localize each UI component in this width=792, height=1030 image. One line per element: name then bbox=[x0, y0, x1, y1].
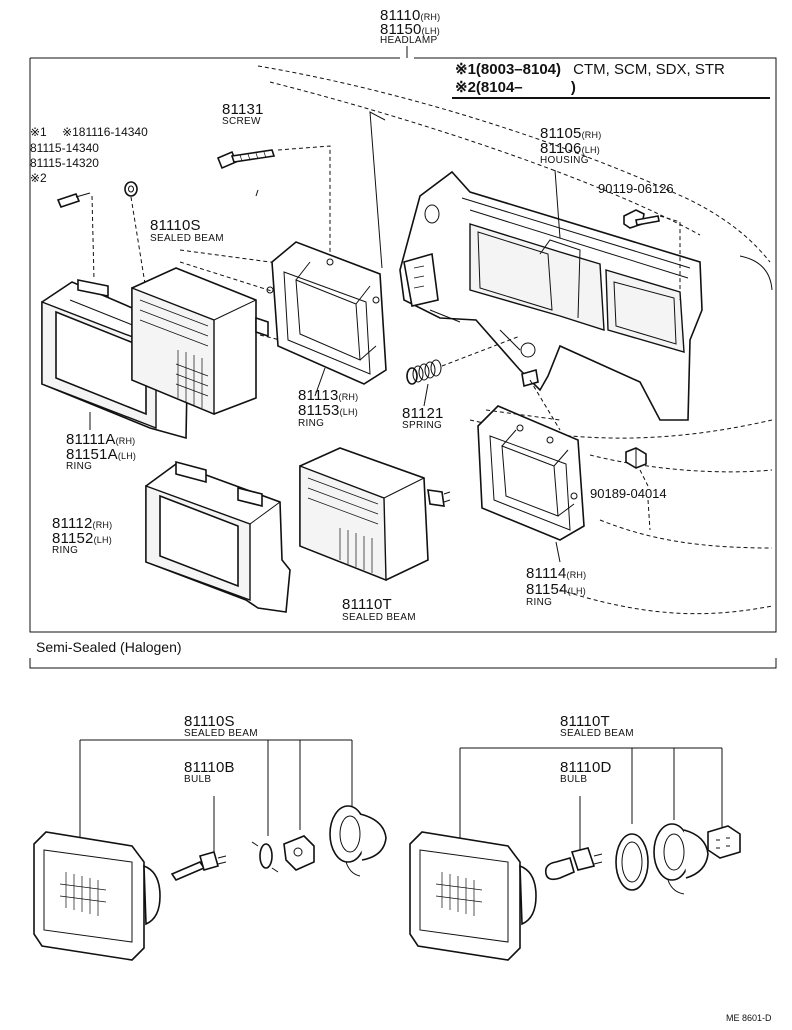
housing-pn-rh: 81105(RH) bbox=[540, 125, 602, 142]
housing-name: HOUSING bbox=[540, 155, 589, 166]
headlamp-name: HEADLAMP bbox=[380, 35, 438, 46]
right-beam-pn: 81110T bbox=[560, 713, 610, 730]
housing-81105-icon bbox=[399, 170, 703, 421]
beam-t-pn: 81110T bbox=[342, 596, 392, 613]
screw-pn: 81131 bbox=[222, 101, 264, 118]
bolt-pn: 90119-06126 bbox=[598, 181, 674, 196]
note-2: ※2(8104– ) bbox=[455, 79, 576, 96]
ring-d-pn-lh: 81154(LH) bbox=[526, 581, 586, 598]
screw-set-b: 81115-14320 bbox=[30, 156, 99, 170]
diagram-code: ME 8601-D bbox=[726, 1013, 772, 1023]
ring-b-pn-rh: 81113(RH) bbox=[298, 387, 359, 404]
bulb-81110d-icon bbox=[544, 847, 603, 881]
ring-d-name: RING bbox=[526, 597, 553, 608]
main-frame bbox=[29, 57, 777, 633]
housing-pn-lh: 81106(LH) bbox=[540, 140, 600, 157]
small-nut-icon bbox=[124, 181, 138, 197]
sealed-beam-81110t-icon bbox=[299, 447, 451, 582]
note-1: ※1(8003–8104) CTM, SCM, SDX, STR bbox=[455, 61, 725, 78]
beam-t-name: SEALED BEAM bbox=[342, 612, 416, 623]
ring-81112-icon bbox=[145, 460, 291, 613]
ring-d-pn-rh: 81114(RH) bbox=[526, 565, 587, 582]
spring-name: SPRING bbox=[402, 420, 443, 431]
ring-b-pn-lh: 81153(LH) bbox=[298, 402, 358, 419]
sealed-beam-81110s-icon bbox=[131, 267, 269, 416]
ring-c-pn-rh: 81112(RH) bbox=[52, 515, 113, 532]
headlamp-pn-lh: 81150(LH) bbox=[380, 21, 440, 38]
semi-sealed-beam-left-icon bbox=[33, 831, 161, 961]
ring-c-pn-lh: 81152(LH) bbox=[52, 530, 112, 547]
semi-sealed-frame bbox=[29, 658, 777, 669]
socket-left-icon bbox=[283, 835, 315, 871]
left-bulb-name: BULB bbox=[184, 774, 212, 785]
ring-b-name: RING bbox=[298, 418, 325, 429]
nut-pn: 90189-04014 bbox=[590, 486, 667, 501]
left-beam-pn: 81110S bbox=[184, 713, 235, 730]
clip-left-icon bbox=[251, 841, 279, 873]
bulb-81110b-icon bbox=[170, 851, 227, 881]
cover-left-icon bbox=[329, 805, 387, 877]
screw-set-label: ※1 ※181116-14340 bbox=[30, 125, 148, 139]
right-bulb-pn: 81110D bbox=[560, 759, 612, 776]
screw-set-a: 81115-14340 bbox=[30, 141, 99, 155]
connector-right-icon bbox=[707, 825, 741, 859]
cover-right-icon bbox=[653, 823, 709, 895]
beam-s-name: SEALED BEAM bbox=[150, 233, 224, 244]
semi-sealed-title: Semi-Sealed (Halogen) bbox=[36, 639, 182, 655]
ring-a-pn-lh: 81151A(LH) bbox=[66, 446, 137, 463]
beam-s-pn: 81110S bbox=[150, 217, 201, 234]
ring-a-name: RING bbox=[66, 461, 93, 472]
retainer-ring-right-icon bbox=[615, 833, 649, 891]
spring-pn: 81121 bbox=[402, 405, 444, 422]
small-screw-icon bbox=[56, 192, 91, 208]
left-beam-name: SEALED BEAM bbox=[184, 728, 258, 739]
right-bulb-name: BULB bbox=[560, 774, 588, 785]
left-bulb-pn: 81110B bbox=[184, 759, 235, 776]
screw-81131-icon bbox=[216, 149, 276, 170]
spring-81121-icon bbox=[406, 359, 442, 385]
screw-name: SCREW bbox=[222, 116, 261, 127]
ring-81114-icon bbox=[477, 405, 585, 541]
right-beam-name: SEALED BEAM bbox=[560, 728, 634, 739]
screw-set-mark2: ※2 bbox=[30, 171, 47, 185]
nut-90189-icon bbox=[625, 447, 647, 469]
semi-sealed-beam-right-icon bbox=[409, 831, 537, 961]
bolt-90119-icon bbox=[623, 209, 660, 229]
ring-c-name: RING bbox=[52, 545, 79, 556]
ring-81113-icon bbox=[266, 241, 387, 385]
headlamp-pn-rh: 81110(RH) bbox=[380, 7, 441, 24]
ring-a-pn-rh: 81111A(RH) bbox=[66, 431, 136, 448]
